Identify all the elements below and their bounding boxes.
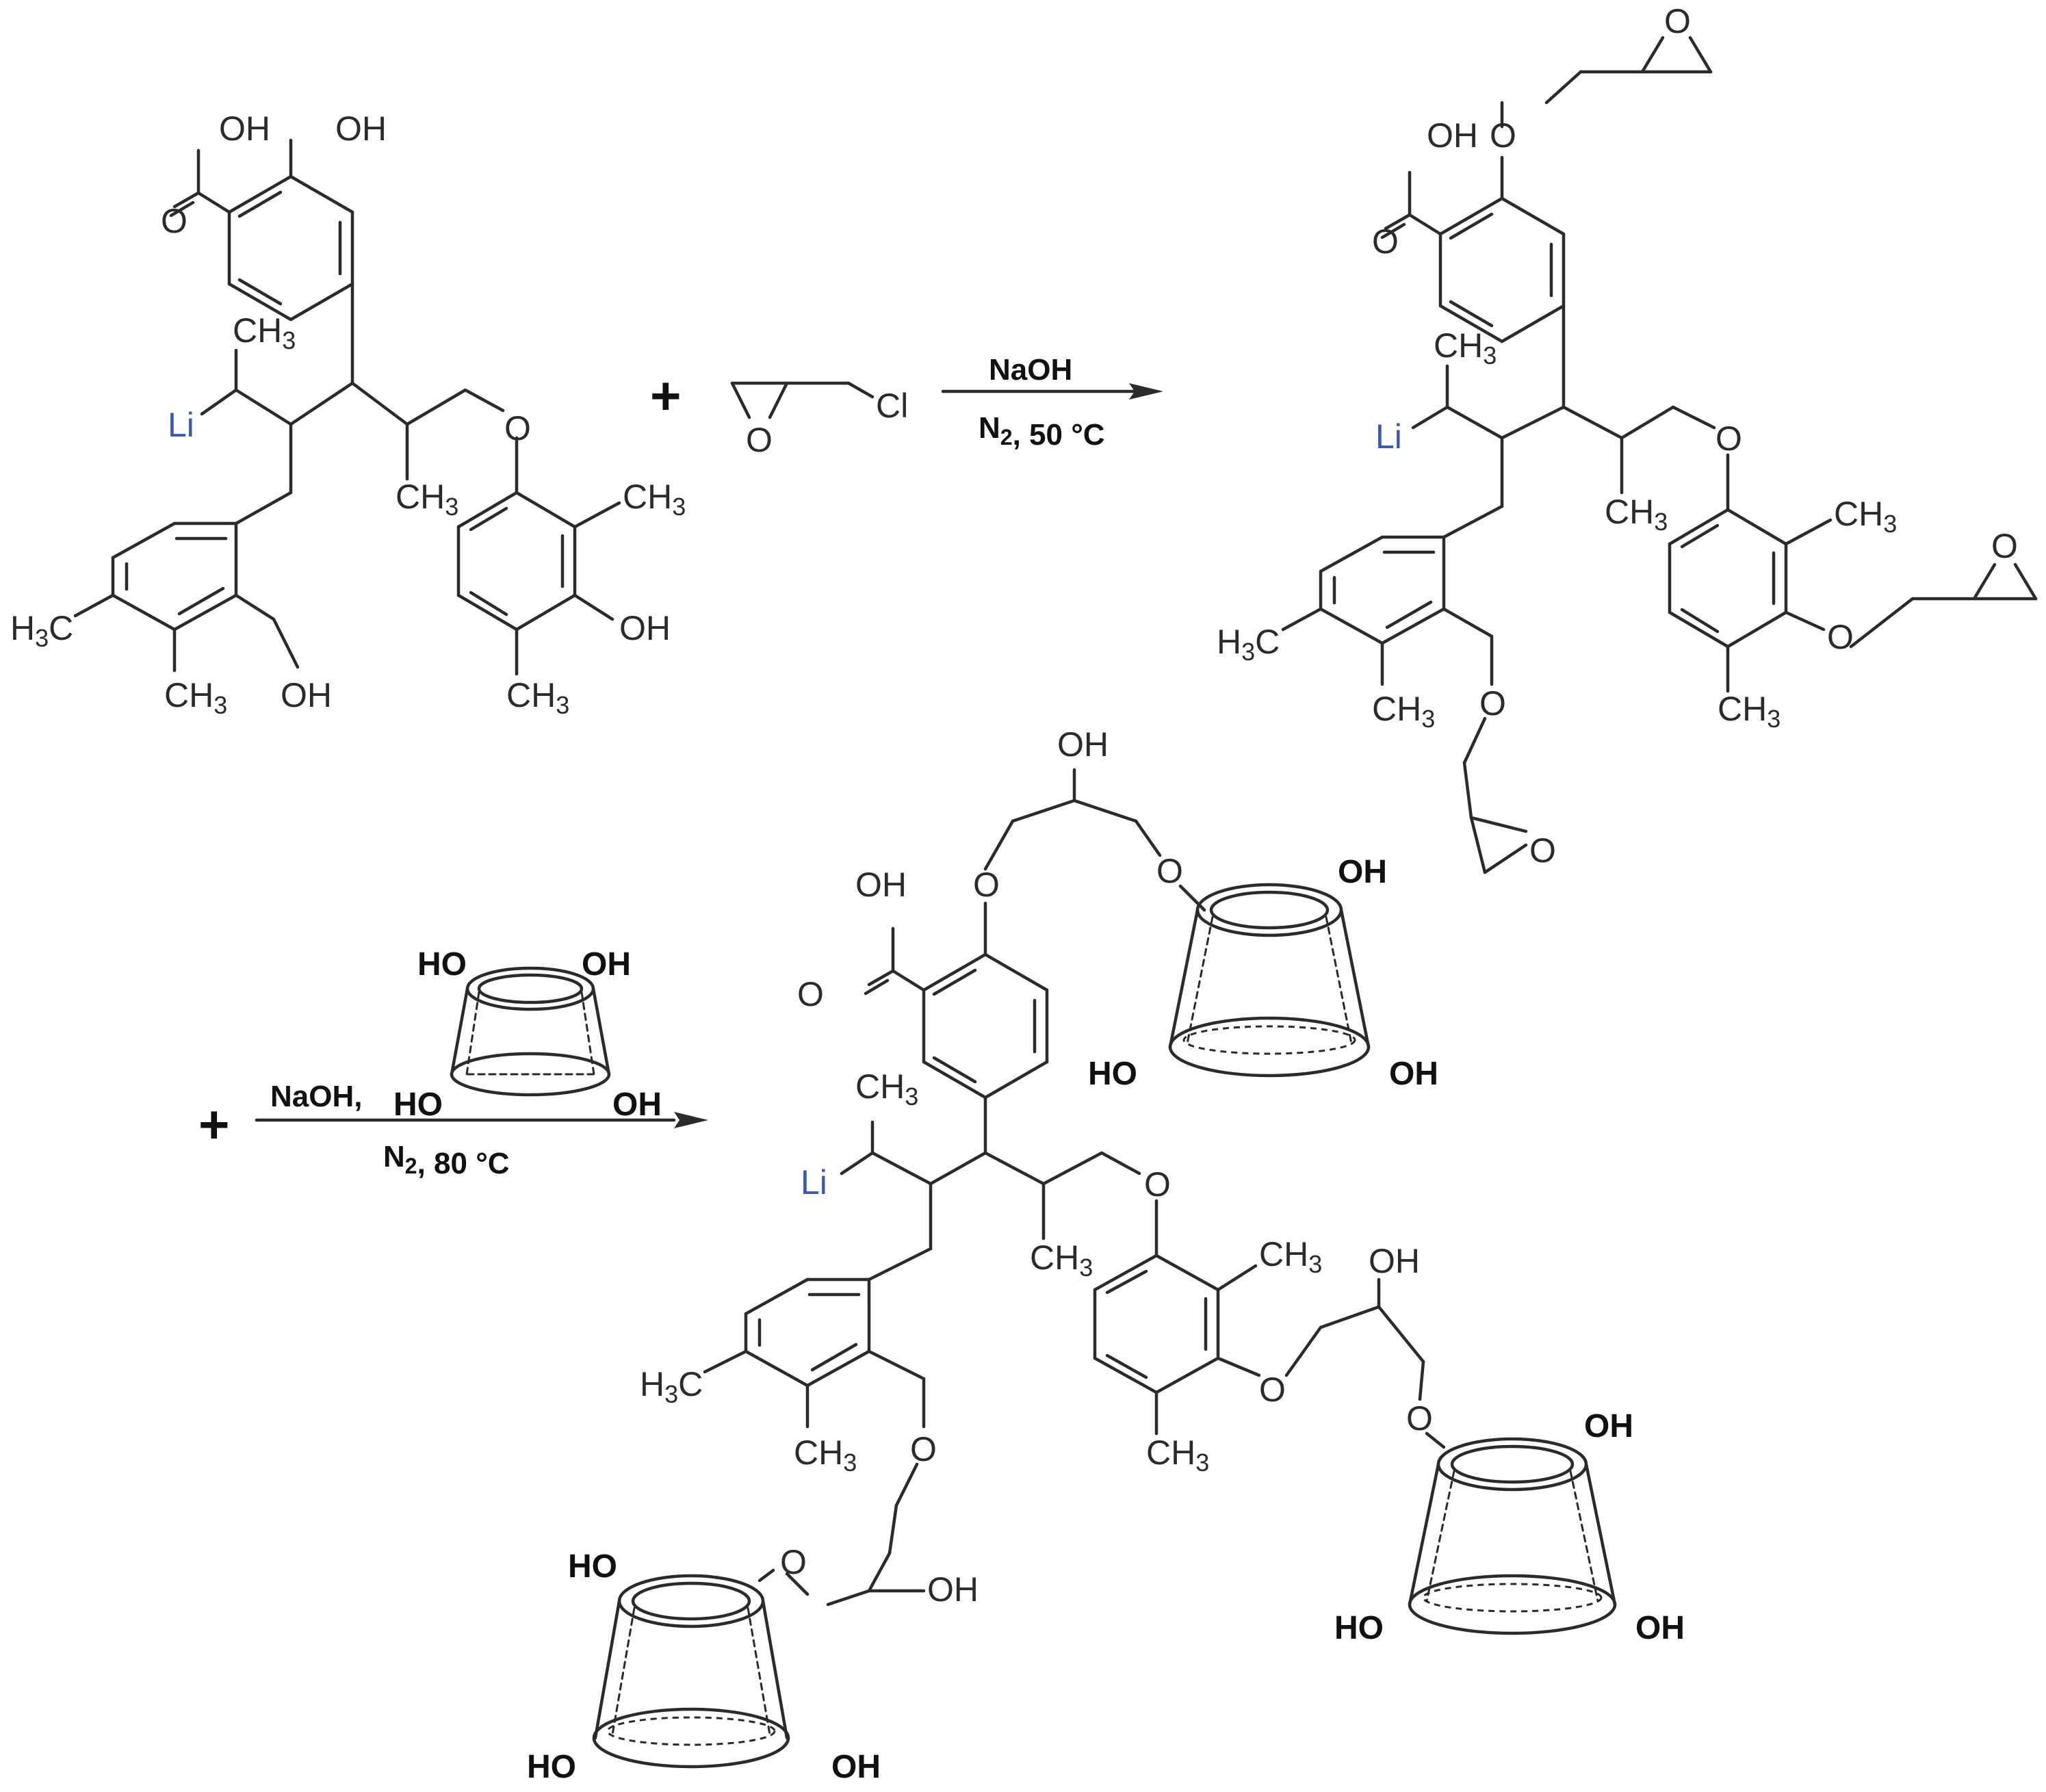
reactant-h3c-label: H3C xyxy=(10,609,73,652)
step2-reagent-label: NaOH, xyxy=(270,1080,362,1113)
intermediate-epox1-o-label: O xyxy=(1664,2,1691,40)
cyclodextrin-reagent: HO OH HO OH xyxy=(393,946,662,1123)
product-cooh-oh-label: OH xyxy=(855,866,907,904)
cd-reagent-ho-tl-label: HO xyxy=(417,946,467,983)
intermediate-benzoic-ring xyxy=(1438,196,1566,343)
reactant-phenol-ring xyxy=(456,491,577,632)
intermediate-aryl-o-label: O xyxy=(1490,116,1516,155)
intermediate-cooh-o-label: O xyxy=(1372,222,1399,261)
reactant-benzoic-ring xyxy=(227,174,354,322)
reactant-structure: OH O OH CH3 Li CH3 O CH3 OH CH3 H3C CH3 … xyxy=(10,109,686,719)
product-cyclodextrin-2: OH HO OH xyxy=(1334,1408,1685,1646)
intermediate-aryl-ring xyxy=(1668,508,1788,649)
reactant-ch2oh-label: OH xyxy=(281,676,332,714)
product-methyl-top-label: CH3 xyxy=(855,1067,918,1111)
reactant-methyl-mid-label: CH3 xyxy=(396,478,458,521)
product-linker3-o-label: O xyxy=(780,1543,807,1581)
product-h3c-label: H3C xyxy=(640,1365,703,1408)
intermediate-h3c-label: H3C xyxy=(1217,623,1280,666)
plus-sign-1: + xyxy=(650,365,682,426)
intermediate-methyl-ring-b-label: CH3 xyxy=(1718,690,1780,733)
reactant-cooh-o-label: O xyxy=(161,202,187,240)
reactant-methyl-bl-label: CH3 xyxy=(164,676,227,719)
reactant-phenol-oh-label: OH xyxy=(335,109,387,148)
cd2-oh-br-label: OH xyxy=(1635,1610,1685,1646)
intermediate-epox3-o-label: O xyxy=(1529,831,1556,870)
step1-reagent-label: NaOH xyxy=(989,353,1072,387)
product-aryl-o-label: O xyxy=(973,866,1000,904)
product-aryl-o2-label: O xyxy=(1259,1371,1286,1409)
product-structure: OH HO OH OH HO OH HO xyxy=(527,725,1685,1785)
reactant-phenol-oh2-label: OH xyxy=(619,609,671,647)
intermediate-aryl-o2-label: O xyxy=(1827,618,1854,656)
intermediate-methyl-ring-r-label: CH3 xyxy=(1834,495,1897,538)
cd2-ho-bl-label: HO xyxy=(1334,1610,1384,1646)
product-cyclodextrin-3: HO HO OH xyxy=(527,1548,881,1785)
cd-reagent-ho-bl-label: HO xyxy=(393,1087,443,1123)
product-linker1-oh-label: OH xyxy=(1057,725,1109,764)
cd-reagent-oh-br-label: OH xyxy=(612,1087,662,1123)
reactant-li-label: Li xyxy=(168,406,194,444)
product-methyl-bl-label: CH3 xyxy=(794,1433,857,1477)
cd1-ho-bl-label: HO xyxy=(1088,1056,1137,1092)
reactant-xylyl-ring xyxy=(111,521,238,632)
reactant-methyl-top-label: CH3 xyxy=(233,311,296,354)
intermediate-cooh-oh-label: OH xyxy=(1427,116,1478,155)
cd2-oh-tr-label: OH xyxy=(1584,1408,1633,1444)
product-aryl-ring xyxy=(1093,1254,1220,1394)
intermediate-methyl-bl-label: CH3 xyxy=(1372,690,1435,733)
cd1-oh-tr-label: OH xyxy=(1338,854,1387,890)
cd-reagent-oh-tr-label: OH xyxy=(582,946,631,983)
plus-sign-2: + xyxy=(198,1094,230,1154)
cd1-oh-br-label: OH xyxy=(1389,1056,1438,1092)
intermediate-xylyl-ring xyxy=(1319,535,1446,645)
epichlorohydrin-cl-label: Cl xyxy=(876,387,908,425)
step1-conditions-label: N2, 50 °C xyxy=(979,411,1105,452)
intermediate-epox2-o-label: O xyxy=(1991,527,2018,565)
cd3-ho-tl-label: HO xyxy=(568,1548,617,1585)
intermediate-ether-o-label: O xyxy=(1715,419,1742,458)
product-ether-o-label: O xyxy=(1144,1165,1171,1204)
reactant-cooh-oh-label: OH xyxy=(219,109,270,148)
product-li-label: Li xyxy=(801,1163,827,1202)
product-benzyl-o-label: O xyxy=(910,1430,937,1468)
product-linker3-oh-label: OH xyxy=(927,1570,979,1609)
step2-conditions-label: N2, 80 °C xyxy=(383,1140,510,1180)
epichlorohydrin-structure: O Cl xyxy=(730,381,908,459)
reaction-arrow-2: NaOH, N2, 80 °C xyxy=(255,1080,708,1180)
reactant-methyl-ring-r-label: CH3 xyxy=(623,478,686,521)
intermediate-structure: OH O O O CH3 Li CH3 O CH3 O O CH3 H3C CH… xyxy=(1217,2,2038,874)
product-linker2-oh-label: OH xyxy=(1369,1242,1420,1280)
cd3-oh-br-label: OH xyxy=(831,1749,881,1785)
intermediate-li-label: Li xyxy=(1375,417,1402,456)
intermediate-benzyl-o-label: O xyxy=(1479,684,1506,723)
product-linker2-o-label: O xyxy=(1406,1399,1433,1438)
reactant-ether-o-label: O xyxy=(504,409,531,447)
product-benzoic-ring xyxy=(922,952,1049,1100)
cd3-ho-bl-label: HO xyxy=(527,1749,576,1785)
intermediate-methyl-top-label: CH3 xyxy=(1434,326,1497,369)
product-cooh-o-label: O xyxy=(797,975,824,1013)
product-linker1-o-label: O xyxy=(1156,852,1183,890)
intermediate-methyl-mid-label: CH3 xyxy=(1605,493,1668,536)
epichlorohydrin-o-label: O xyxy=(746,421,773,459)
product-xylyl-ring xyxy=(744,1277,871,1388)
reaction-arrow-1: NaOH N2, 50 °C xyxy=(941,353,1163,452)
product-cyclodextrin-1: OH HO OH xyxy=(1088,854,1438,1092)
product-methyl-mid-label: CH3 xyxy=(1030,1238,1093,1282)
reactant-methyl-ring-b-label: CH3 xyxy=(506,676,569,719)
product-methyl-ring-r-label: CH3 xyxy=(1259,1235,1322,1278)
product-methyl-ring-b-label: CH3 xyxy=(1146,1433,1209,1477)
